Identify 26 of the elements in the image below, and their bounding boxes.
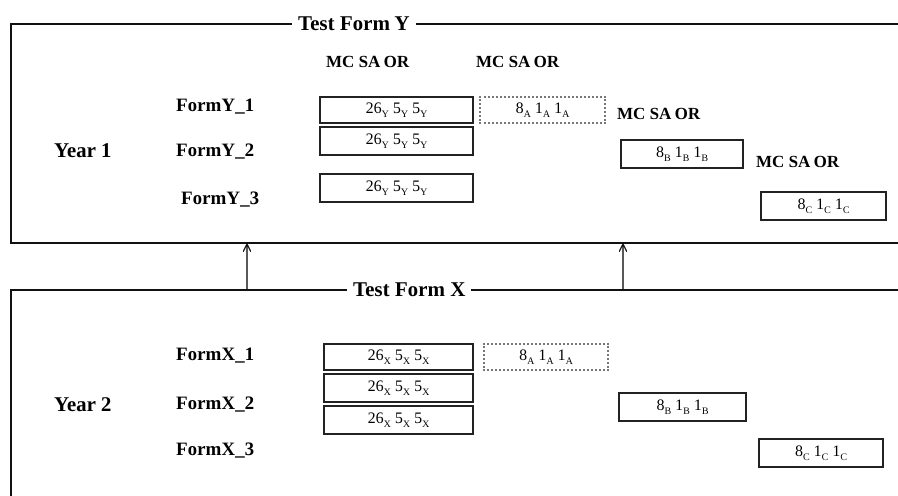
item-count-box: 8$_{B}$ 1$_{B}$ 1$_{B}$ <box>620 139 744 169</box>
item-count-box: 8$_{C}$ 1$_{C}$ 1$_{C}$ <box>758 438 884 468</box>
column-header: MC SA OR <box>326 52 410 72</box>
item-count-box: 8$_{B}$ 1$_{B}$ 1$_{B}$ <box>618 392 747 422</box>
form-label: FormX_1 <box>176 345 254 365</box>
arrow <box>618 243 628 289</box>
form-label: FormY_1 <box>176 96 254 116</box>
item-count-box: 8$_{C}$ 1$_{C}$ 1$_{C}$ <box>760 191 887 221</box>
form-label: FormX_2 <box>176 394 254 414</box>
form-label: FormX_3 <box>176 440 254 460</box>
form-label: FormY_3 <box>181 189 260 209</box>
item-count-box: 26$_{Y}$ 5$_{Y}$ 5$_{Y}$ <box>319 173 474 203</box>
column-header: MC SA OR <box>756 152 840 172</box>
year-label: Year 2 <box>54 394 112 414</box>
year-label: Year 1 <box>54 140 112 160</box>
item-count-box: 26$_{Y}$ 5$_{Y}$ 5$_{Y}$ <box>319 126 474 156</box>
item-count-box: 26$_{X}$ 5$_{X}$ 5$_{X}$ <box>323 343 474 371</box>
item-count-box: 8$_{A}$ 1$_{A}$ 1$_{A}$ <box>479 96 606 124</box>
item-count-box: 26$_{X}$ 5$_{X}$ 5$_{X}$ <box>323 373 474 403</box>
item-count-box: 8$_{A}$ 1$_{A}$ 1$_{A}$ <box>483 343 609 371</box>
column-header: MC SA OR <box>617 104 700 124</box>
form-label: FormY_2 <box>176 141 254 161</box>
item-count-box: 26$_{Y}$ 5$_{Y}$ 5$_{Y}$ <box>319 96 474 124</box>
arrow <box>242 243 252 289</box>
item-count-box: 26$_{X}$ 5$_{X}$ 5$_{X}$ <box>323 405 474 435</box>
column-header: MC SA OR <box>476 52 560 72</box>
